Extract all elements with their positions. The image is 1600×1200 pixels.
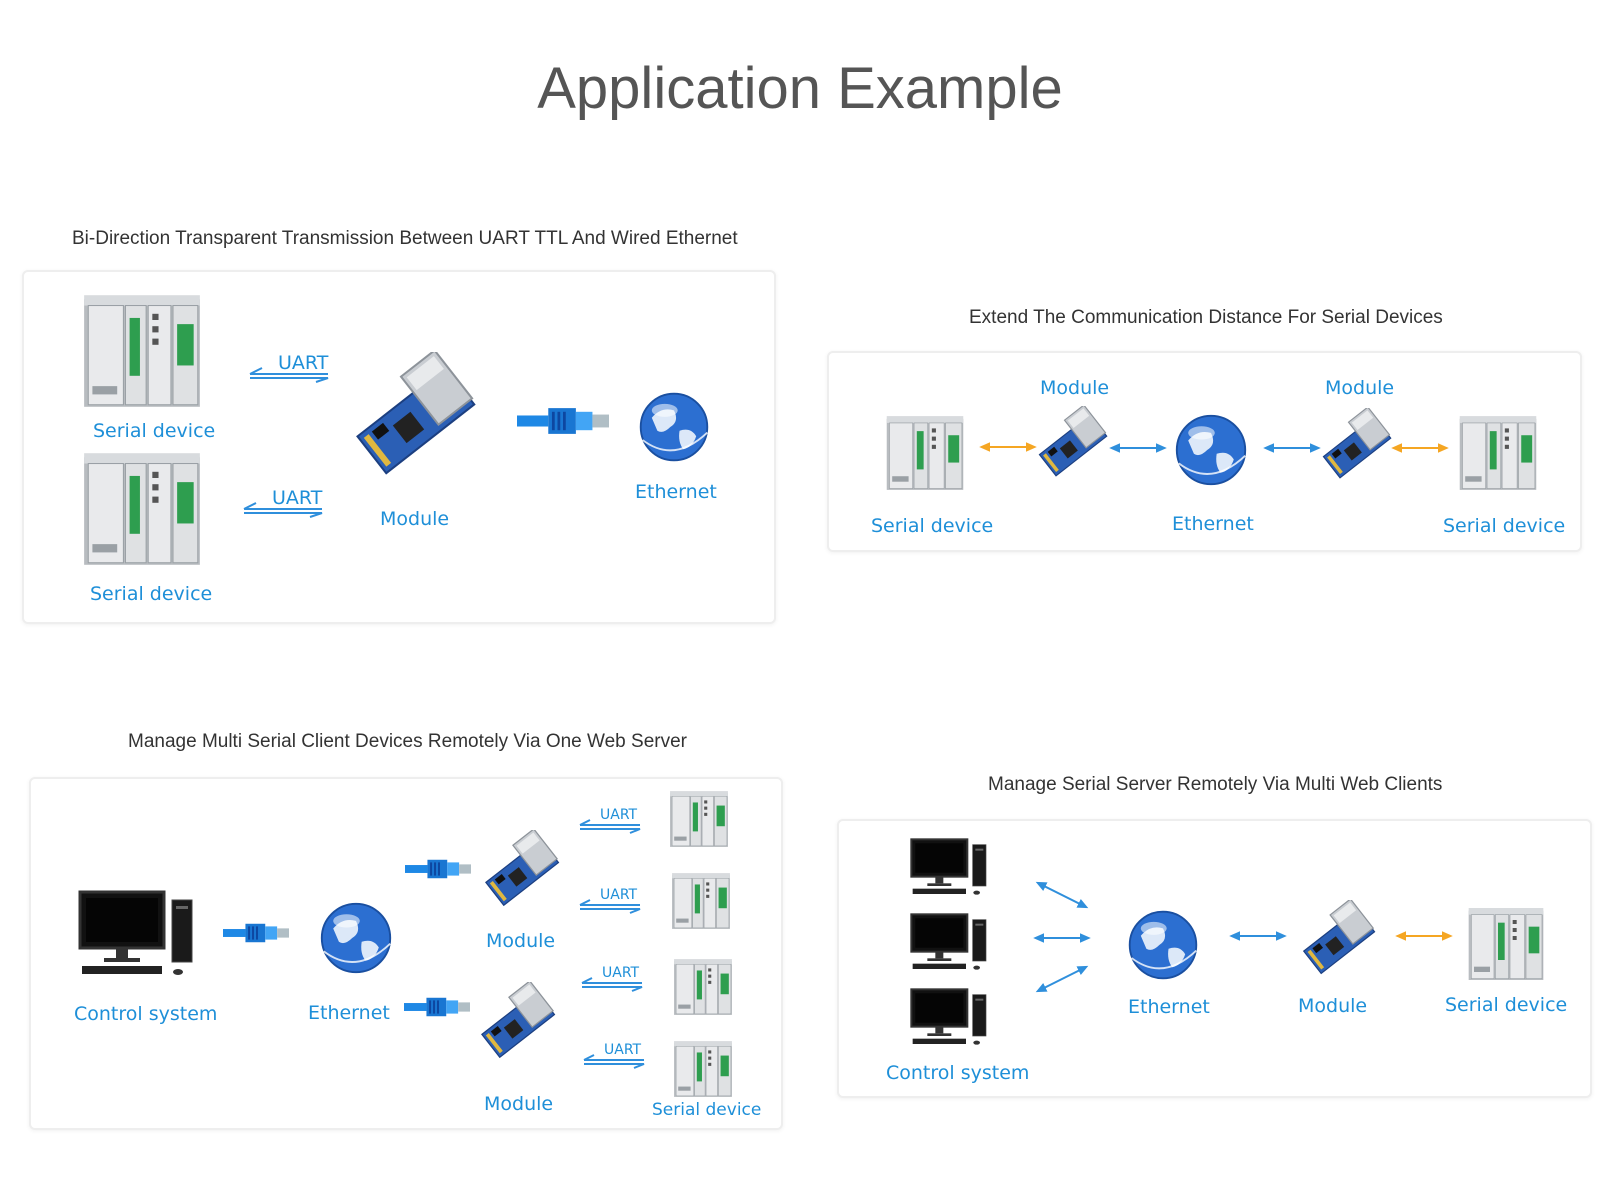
module-label: Module [1325,377,1395,399]
serial-device-icon [672,1040,734,1098]
ethernet-cable-icon [517,402,609,440]
ethernet-cable-icon [405,854,471,884]
ethernet-label: Ethernet [1172,513,1254,535]
ethernet-globe-icon [318,900,394,976]
ethernet-globe-icon [637,390,711,464]
module-label: Module [486,930,556,952]
control-system-pc-icon [78,890,198,980]
page-title: Application Example [537,56,1063,121]
module-label: Module [1298,995,1368,1017]
uart-link-arrow [581,977,643,992]
serial-device-icon [670,872,732,930]
control-system-pc-icon [910,988,990,1048]
uart-link-arrow [249,367,329,383]
serial-device-label: Serial device [93,420,216,442]
link-arrow [1395,931,1453,941]
serial-device-icon [80,450,204,568]
section-3-panel [29,777,783,1130]
uart-label: UART [600,887,638,903]
uart-label: UART [602,965,640,981]
ethernet-label: Ethernet [635,481,717,503]
uart-label: UART [600,807,638,823]
serial-device-label: Serial device [871,515,994,537]
section-3-title: Manage Multi Serial Client Devices Remot… [128,731,687,752]
uart-link-arrow [243,502,323,518]
serial-device-icon [1457,414,1539,492]
ethernet-cable-icon [223,918,289,948]
serial-device-icon [668,790,730,848]
module-icon [1034,406,1110,482]
uart-label: UART [604,1042,642,1058]
serial-device-icon [1466,906,1546,982]
ethernet-label: Ethernet [308,1002,390,1024]
serial-device-label: Serial device [1443,515,1566,537]
module-icon [1318,408,1394,484]
link-arrow [1033,881,1091,993]
uart-label: UART [272,487,323,509]
link-arrow [1109,443,1167,453]
control-system-pc-icon [910,913,990,973]
ethernet-globe-icon [1126,908,1200,982]
serial-device-icon [884,414,966,492]
control-system-label: Control system [74,1003,218,1025]
module-icon [476,982,558,1064]
uart-link-arrow [579,819,641,834]
link-arrow [1391,443,1449,453]
module-icon [480,830,562,912]
section-4-title: Manage Serial Server Remotely Via Multi … [988,774,1443,795]
module-label: Module [380,508,450,530]
module-label: Module [484,1093,554,1115]
uart-link-arrow [583,1054,645,1069]
ethernet-globe-icon [1173,412,1249,488]
serial-device-icon [672,958,734,1016]
serial-device-label: Serial device [90,583,213,605]
link-arrow [1229,931,1287,941]
uart-link-arrow [579,899,641,914]
serial-device-icon [80,292,204,410]
serial-device-label: Serial device [1445,994,1568,1016]
module-icon [348,352,480,484]
module-label: Module [1040,377,1110,399]
link-arrow [1263,443,1321,453]
ethernet-label: Ethernet [1128,996,1210,1018]
link-arrow [979,442,1037,452]
uart-label: UART [278,352,329,374]
ethernet-cable-icon [404,992,470,1022]
section-2-title: Extend The Communication Distance For Se… [969,307,1443,328]
control-system-pc-icon [910,838,990,898]
module-icon [1298,900,1378,980]
control-system-label: Control system [886,1062,1030,1084]
serial-device-label: Serial device [652,1100,762,1120]
section-1-title: Bi-Direction Transparent Transmission Be… [72,228,738,249]
